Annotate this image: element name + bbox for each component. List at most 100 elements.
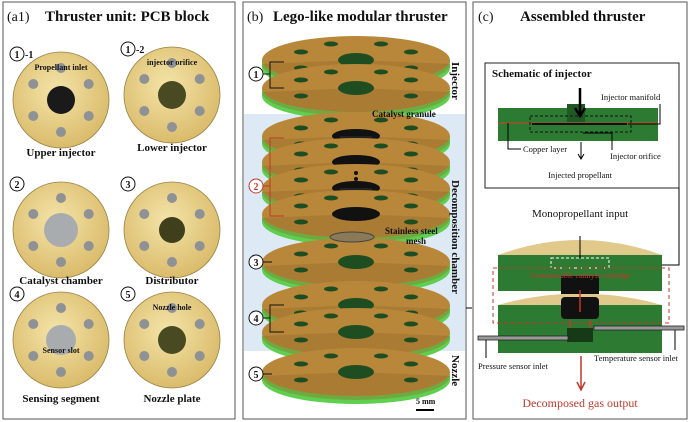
bolt-hole [83,79,94,89]
panel-a-title: Thruster unit: PCB block [45,9,210,25]
orifice-leader [583,132,613,150]
bolt-hole [167,367,177,377]
bolt-hole [374,169,388,175]
bolt-hole [404,151,418,157]
layer-marker-4: 4 [248,304,284,333]
item-suffix: -1 [25,50,33,61]
cutaway [262,214,450,242]
panel-a-label: (a1) [7,10,30,25]
bolt-hole [294,361,308,367]
bolt-hole [294,203,308,209]
center-opening [338,53,374,67]
bolt-hole [56,303,66,313]
center-hole [44,213,78,247]
bolt-hole [294,125,308,131]
item-number: 1 [15,50,20,61]
pressure-sensor-label: Pressure sensor inlet [478,361,549,371]
bolt-hole [294,251,308,257]
bolt-hole [404,77,418,83]
panel-c-title: Assembled thruster [520,9,646,25]
bolt-hole [294,321,308,327]
bolt-hole [404,251,418,257]
temperature-sensor-tube [593,325,685,331]
temperature-sensor-label: Temperature sensor inlet [594,353,679,363]
panel-c-frame [472,1,688,420]
item-number-circle [9,46,25,62]
marker-bracket [263,61,284,89]
item-number-circle [120,176,136,192]
bolt-hole [83,241,94,251]
bolt-hole [28,79,39,89]
stainless-steel-mesh [329,231,375,243]
bolt-hole [167,257,177,267]
bolt-hole [404,337,418,343]
item-name: Catalyst chamber [19,275,103,287]
scale-bar-label: 5 mm [416,397,436,406]
bolt-hole [294,294,308,300]
panel-b-frame [242,1,467,420]
mesh-label-1: Stainless steel [385,226,438,236]
item-number: 2 [15,180,20,191]
output-arrow [576,356,586,392]
panel-c-label: (c) [478,10,494,25]
panel-b-label: (b) [247,10,264,25]
pressure-sensor-tube [477,335,569,341]
manifold-leader [628,104,661,125]
bolt-hole [374,243,388,249]
item-number: 3 [126,180,131,191]
bolt-hole [139,74,150,84]
bolt-hole [294,151,308,157]
bolt-hole [374,353,388,359]
bolt-hole [139,319,150,329]
cartridge-label: Customizable catalyst cartridge [530,271,631,280]
bolt-hole [28,209,39,219]
bolt-hole [139,209,150,219]
output-label: Decomposed gas output [522,396,638,410]
bolt-hole [404,294,418,300]
bolt-hole [374,313,388,319]
bolt-hole [56,367,66,377]
bolt-hole [194,209,205,219]
cutaway [262,372,450,400]
center-opening [338,255,374,269]
bolt-hole [167,303,177,313]
cartridge-outline [492,267,670,324]
bolt-hole [56,193,66,203]
monopropellant-input-label: Monopropellant input [532,208,628,220]
layer-marker-3: 3 [248,254,272,270]
item-annotation: Sensor slot [43,346,80,355]
bolt-hole [324,195,338,201]
bolt-hole [194,241,205,251]
bolt-hole [324,169,338,175]
bolt-hole [294,93,308,99]
bolt-hole [374,143,388,149]
marker-number: 4 [254,314,259,325]
bolt-hole [324,313,338,319]
ellipsis-dot [354,171,358,175]
item-annotation: injector orifice [147,58,198,67]
injected-propellant-label: Injected propellant [548,170,613,180]
bolt-hole [139,241,150,251]
ellipsis-dot [354,183,358,187]
item-annotation: Nozzle hole [153,303,192,312]
item-name: Sensing segment [22,393,100,405]
bolt-hole [404,321,418,327]
ellipsis-dot [354,177,358,181]
bolt-hole [294,49,308,55]
copper-leader [507,123,521,150]
layer-marker-5: 5 [248,366,272,382]
bolt-hole [139,351,150,361]
bolt-hole [294,219,308,225]
bolt-hole [194,319,205,329]
section-injector: Injector [449,62,461,100]
bolt-hole [404,361,418,367]
sensor-leaders [485,330,676,358]
center-hole [46,325,76,355]
bolt-hole [294,177,308,183]
bolt-hole [404,219,418,225]
bolt-hole [374,69,388,75]
